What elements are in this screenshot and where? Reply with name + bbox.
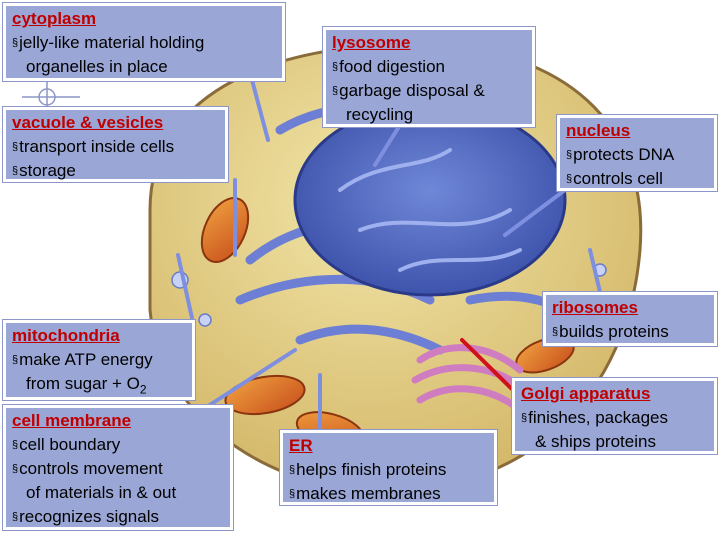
label-title: vacuole & vesicles bbox=[12, 113, 164, 132]
label-title: cytoplasm bbox=[12, 9, 97, 28]
bullet-icon: § bbox=[332, 85, 339, 97]
label-line: recognizes signals bbox=[19, 507, 159, 526]
label-line: controls movement bbox=[19, 459, 163, 478]
label-line: garbage disposal & bbox=[339, 81, 485, 100]
bullet-icon: § bbox=[289, 488, 296, 500]
label-title: mitochondria bbox=[12, 326, 120, 345]
label-line: transport inside cells bbox=[19, 137, 175, 156]
bullet-icon: § bbox=[12, 463, 19, 475]
bullet-icon: § bbox=[12, 354, 19, 366]
bullet-icon: § bbox=[12, 511, 19, 523]
bullet-icon: § bbox=[12, 439, 19, 451]
label-title: Golgi apparatus bbox=[521, 384, 651, 403]
bullet-icon: § bbox=[332, 61, 339, 73]
label-line: builds proteins bbox=[559, 322, 669, 341]
bullet-icon: § bbox=[12, 141, 19, 153]
label-golgi-apparatus: Golgi apparatus §finishes, packages & sh… bbox=[512, 378, 717, 454]
label-mitochondria: mitochondria §make ATP energy from sugar… bbox=[3, 320, 195, 400]
label-line: of materials in & out bbox=[26, 483, 177, 502]
label-line: makes membranes bbox=[296, 484, 441, 503]
label-vacuole-vesicles: vacuole & vesicles §transport inside cel… bbox=[3, 107, 228, 182]
label-line: cell boundary bbox=[19, 435, 121, 454]
bullet-icon: § bbox=[566, 149, 573, 161]
label-line: from sugar + O bbox=[26, 374, 140, 393]
label-line: helps finish proteins bbox=[296, 460, 447, 479]
bullet-icon: § bbox=[12, 165, 19, 177]
label-line: & ships proteins bbox=[535, 432, 656, 451]
label-title: ER bbox=[289, 436, 313, 455]
label-line: finishes, packages bbox=[528, 408, 668, 427]
oxygen-subscript: 2 bbox=[139, 382, 147, 397]
label-line: jelly-like material holding bbox=[19, 33, 205, 52]
label-line: food digestion bbox=[339, 57, 445, 76]
nucleus bbox=[293, 103, 567, 297]
label-line: make ATP energy bbox=[19, 350, 153, 369]
label-title: nucleus bbox=[566, 121, 631, 140]
label-line: protects DNA bbox=[573, 145, 675, 164]
bullet-icon: § bbox=[521, 412, 528, 424]
label-line: recycling bbox=[346, 105, 414, 124]
label-cytoplasm: cytoplasm §jelly-like material holding o… bbox=[3, 3, 285, 81]
label-nucleus: nucleus §protects DNA §controls cell bbox=[557, 115, 717, 191]
bullet-icon: § bbox=[552, 326, 559, 338]
label-title: lysosome bbox=[332, 33, 411, 52]
label-title: ribosomes bbox=[552, 298, 638, 317]
label-line: organelles in place bbox=[26, 57, 168, 76]
label-ribosomes: ribosomes §builds proteins bbox=[543, 292, 717, 346]
label-cell-membrane: cell membrane §cell boundary §controls m… bbox=[3, 405, 233, 530]
bullet-icon: § bbox=[12, 37, 19, 49]
label-title: cell membrane bbox=[12, 411, 132, 430]
bullet-icon: § bbox=[566, 173, 573, 185]
pointer-lines bbox=[176, 78, 602, 432]
bullet-icon: § bbox=[289, 464, 296, 476]
label-er: ER §helps finish proteins §makes membran… bbox=[280, 430, 497, 505]
label-line: storage bbox=[19, 161, 76, 180]
label-lysosome: lysosome §food digestion §garbage dispos… bbox=[323, 27, 535, 127]
label-line: controls cell bbox=[573, 169, 663, 188]
